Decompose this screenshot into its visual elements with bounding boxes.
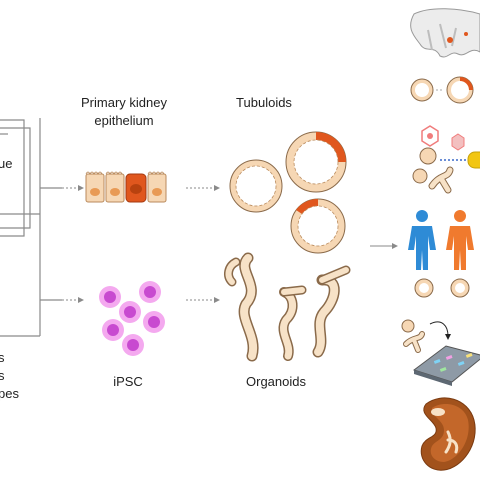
arrowhead-organoids [214, 297, 220, 303]
cell-nucleus [110, 188, 120, 196]
left-label-tissue: ue [0, 156, 12, 171]
tubuloids-label: Tubuloids [236, 95, 292, 110]
primary-label-line2: epithelium [94, 113, 153, 128]
organoids [224, 252, 351, 362]
organoids-label: Organoids [246, 374, 306, 389]
kidney-transplant-icon [420, 397, 476, 471]
arrowhead-primary [78, 185, 84, 191]
source-bracket [0, 118, 62, 337]
arrowhead-applications [392, 243, 398, 249]
cell-nucleus [90, 188, 100, 196]
arrowhead-ipsc [78, 297, 84, 303]
tubuloid-dish-icon [410, 76, 474, 104]
microvilli [85, 171, 165, 175]
cell-nucleus [152, 188, 162, 196]
patient-bodies-icon [408, 210, 474, 298]
chip-array-icon [401, 319, 480, 386]
epithelium-cells [85, 171, 167, 203]
tubuloids [229, 131, 347, 254]
ipsc-cells [99, 281, 165, 356]
arrowhead-tubuloids [214, 185, 220, 191]
left-label-a: s [0, 350, 5, 365]
cell-nucleus [130, 184, 142, 194]
ipsc-label: iPSC [113, 374, 143, 389]
tubuloid-highlight [290, 198, 346, 254]
tubuloid-highlight [285, 131, 347, 193]
left-label-c: pes [0, 386, 19, 401]
capsule-icon [467, 151, 480, 169]
left-label-b: s [0, 368, 5, 383]
primary-label-line1: Primary kidney [81, 95, 167, 110]
drug-molecule-icon [412, 125, 480, 194]
kidney-tissue-icon [410, 8, 480, 58]
tubuloid [229, 159, 283, 213]
